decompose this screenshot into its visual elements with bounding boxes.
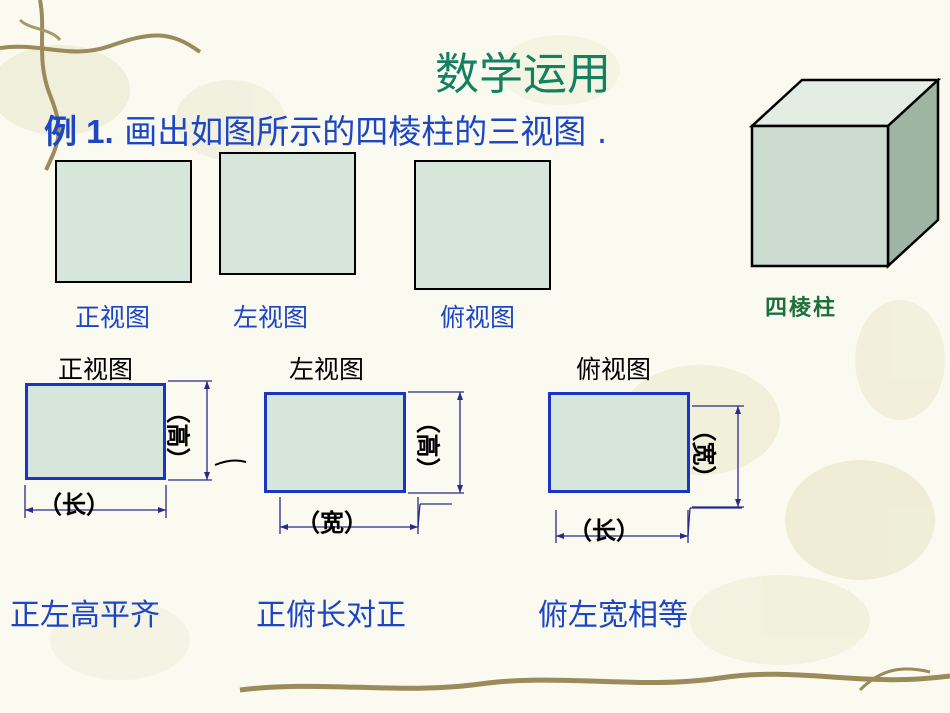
rule-top-left: 俯左宽相等	[538, 598, 688, 633]
prism-label: 四棱柱	[765, 296, 838, 321]
front-view-caption: 正视图	[75, 303, 151, 332]
left-dim-rect	[264, 392, 406, 493]
rule-front-top: 正俯长对正	[256, 598, 406, 633]
top-height-label: （宽）	[689, 417, 719, 490]
left-width-label: （宽）	[296, 508, 368, 537]
page-title: 数学运用	[435, 49, 611, 100]
left-view-caption: 左视图	[233, 303, 309, 332]
top-dim-caption: 俯视图	[576, 355, 652, 384]
top-dim-rect	[548, 392, 690, 493]
top-width-label: （长）	[568, 516, 640, 545]
top-view-caption: 俯视图	[440, 303, 516, 332]
left-dim-caption: 左视图	[289, 355, 365, 384]
front-width-label: （长）	[38, 490, 110, 519]
left-height-label: （高）	[413, 409, 443, 482]
rule-front-left: 正左高平齐	[10, 598, 160, 633]
front-view-square	[55, 160, 192, 283]
example-label: 例 1.	[44, 113, 114, 150]
left-view-square	[219, 152, 356, 275]
front-dim-caption: 正视图	[58, 355, 134, 384]
example-statement: 例 1. 画出如图所示的四棱柱的三视图 .	[44, 105, 607, 153]
front-height-label: （高）	[163, 399, 193, 472]
example-text: 画出如图所示的四棱柱的三视图 .	[124, 112, 608, 151]
front-dim-rect	[25, 383, 166, 480]
top-view-square	[414, 160, 551, 290]
prism-figure	[748, 78, 942, 269]
